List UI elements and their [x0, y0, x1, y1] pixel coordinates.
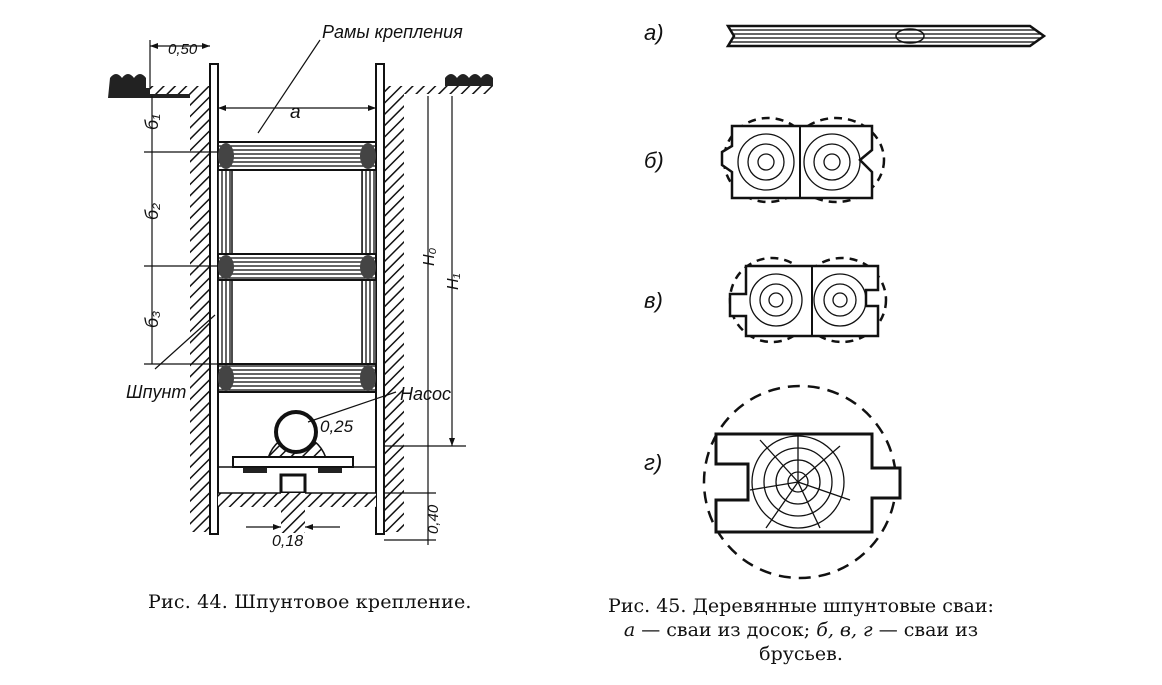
pile-beam-b [720, 116, 886, 204]
label-45a: а) [644, 20, 664, 45]
caption45-bvg: б, в, г [816, 619, 873, 641]
label-pipe-diameter: 0,25 [320, 417, 354, 436]
ground-surface-left [108, 74, 210, 98]
label-width-050: 0,50 [168, 41, 198, 58]
ground-surface-right [384, 74, 494, 94]
caption45-line1: Рис. 45. Деревянные шпунтовые сваи: [608, 595, 994, 617]
caption45-text2: — сваи из [872, 619, 979, 641]
label-b2: б₂ [142, 203, 162, 220]
label-h1: H₁ [445, 273, 462, 290]
label-sump-018: 0,18 [272, 533, 303, 550]
pile-beam-g [702, 384, 902, 580]
label-b1: б₁ [142, 114, 162, 130]
sump-box [279, 473, 307, 495]
sump-pit-soil [281, 493, 305, 533]
caption45-line3: брусьев. [759, 643, 843, 665]
dimension-arrows [150, 43, 455, 530]
frame-strut-2 [217, 253, 377, 281]
label-frames: Рамы крепления [322, 22, 463, 42]
caption45-a: а [623, 619, 636, 641]
label-sheet-pile: Шпунт [126, 382, 186, 402]
caption45-text1: — сваи из досок; [635, 619, 817, 641]
soil-wall-right [384, 92, 404, 532]
pump-assembly [218, 410, 376, 495]
label-45b: б) [644, 148, 664, 173]
figure-45-caption: Рис. 45. Деревянные шпунтовые сваи: а — … [566, 594, 1036, 666]
label-depth-040: 0,40 [425, 504, 442, 534]
label-b3: б₃ [142, 311, 162, 328]
label-45v: в) [644, 288, 663, 313]
pile-beam-v [728, 256, 888, 344]
caption45-line2: а — сваи из досок; б, в, г — сваи из [566, 618, 1036, 642]
sheet-pile-right [375, 63, 385, 535]
label-a: а [290, 102, 301, 123]
pile-board-a [725, 24, 1047, 48]
pump-pipe [274, 410, 318, 454]
label-45g: г) [644, 450, 662, 475]
label-h0: H₀ [421, 247, 438, 266]
figure-44-caption: Рис. 44. Шпунтовое крепление. [148, 591, 472, 613]
sheet-pile-left [209, 63, 219, 535]
label-pump: Насос [400, 384, 451, 404]
frame-strut-3 [217, 363, 377, 393]
frame-strut-1 [217, 141, 377, 171]
soil-wall-left [190, 92, 210, 532]
